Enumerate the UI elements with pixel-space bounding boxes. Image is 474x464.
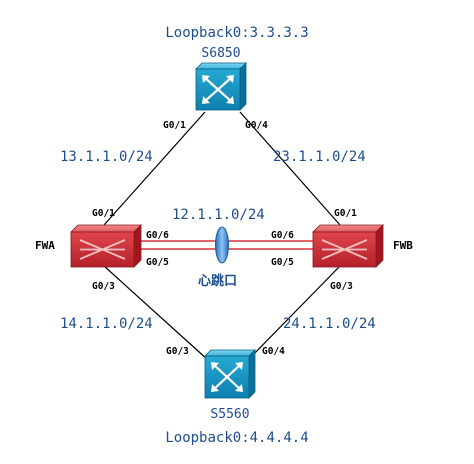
- switch-arrows-icon: [202, 75, 234, 104]
- link-fwa-s5560: [103, 265, 209, 361]
- port-s6850-g04: G0/4: [245, 120, 268, 131]
- firewall-arrows-icon: [321, 239, 368, 260]
- switch-arrows-icon: [211, 362, 243, 392]
- s5560-loopback-label: Loopback0:4.4.4.4: [165, 430, 308, 446]
- s5560-name-label: S5560: [210, 407, 249, 422]
- link-s6850-fwb: [239, 111, 341, 226]
- network-24-label: 24.1.1.0/24: [283, 316, 376, 332]
- port-fwb-g05: G0/5: [271, 257, 294, 268]
- port-s6850-g01: G0/1: [163, 120, 186, 131]
- switch-s6850: [195, 62, 247, 111]
- port-fwa-g01: G0/1: [92, 208, 115, 219]
- network-13-label: 13.1.1.0/24: [60, 149, 153, 165]
- port-s5560-g03: G0/3: [166, 346, 189, 357]
- fwb-name-label: FWB: [393, 239, 413, 252]
- link-fwb-s5560: [247, 265, 341, 361]
- s6850-loopback-label: Loopback0:3.3.3.3: [165, 25, 308, 41]
- switch-s5560: [204, 349, 256, 399]
- network-14-label: 14.1.1.0/24: [60, 316, 153, 332]
- firewall-arrows-icon: [79, 239, 126, 260]
- link-s6850-fwa: [103, 111, 206, 226]
- port-fwb-g06: G0/6: [271, 230, 294, 241]
- s6850-name-label: S6850: [201, 46, 240, 61]
- port-fwb-g03: G0/3: [330, 281, 353, 292]
- port-fwa-g05: G0/5: [146, 257, 169, 268]
- network-23-label: 23.1.1.0/24: [273, 149, 366, 165]
- port-s5560-g04: G0/4: [262, 346, 285, 357]
- firewall-fwb: [312, 224, 384, 268]
- fwa-name-label: FWA: [35, 239, 55, 252]
- port-fwa-g03: G0/3: [92, 281, 115, 292]
- port-fwa-g06: G0/6: [146, 230, 169, 241]
- network-12-label: 12.1.1.0/24: [172, 207, 265, 223]
- heartbeat-oval: [215, 226, 229, 264]
- heartbeat-label: 心跳口: [198, 273, 237, 289]
- firewall-fwa: [70, 224, 142, 268]
- port-fwb-g01: G0/1: [334, 208, 357, 219]
